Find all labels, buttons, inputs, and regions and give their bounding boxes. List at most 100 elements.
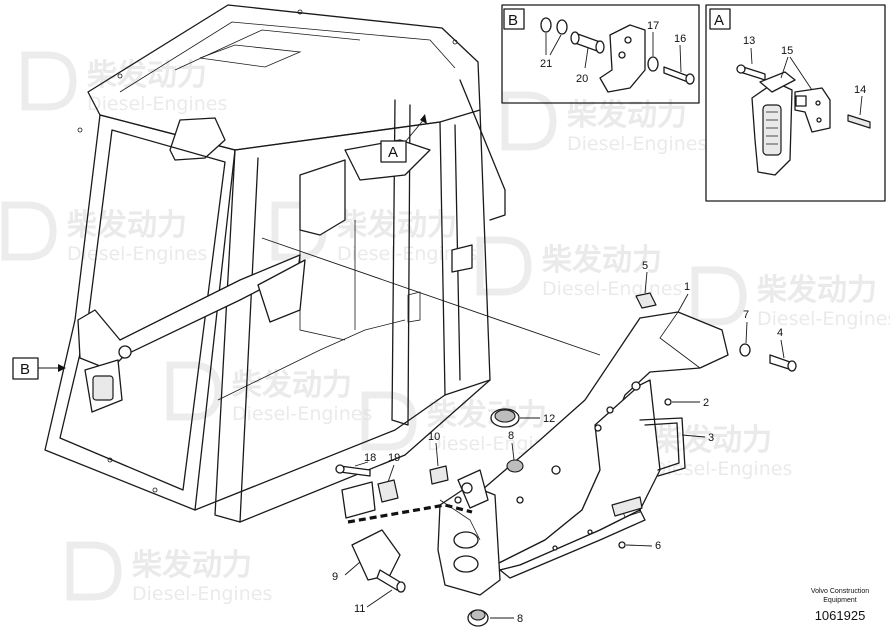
view-a-box <box>380 140 407 163</box>
console-hole <box>552 545 558 551</box>
bracket-block <box>795 95 807 107</box>
roof-vent <box>169 117 226 161</box>
callout-6: 6 <box>655 540 661 552</box>
watermark-english: Diesel-Engines <box>132 583 272 605</box>
door-handle-grip <box>762 104 782 156</box>
grab-rail <box>639 417 686 477</box>
pod-screw <box>454 496 462 504</box>
washer-21a <box>540 17 552 33</box>
switch-box <box>451 244 473 273</box>
console-knob <box>118 345 132 359</box>
middle-pillar <box>391 99 411 426</box>
rivet <box>117 73 123 79</box>
footer-line2: Equipment <box>823 597 857 604</box>
bracket-hole <box>624 36 632 44</box>
floor-rail <box>217 319 406 401</box>
callout-8-upper: 8 <box>508 430 514 442</box>
clip-10 <box>429 465 449 485</box>
bolt-4 <box>769 354 797 372</box>
stud-14 <box>847 114 871 129</box>
callouts: 1 2 3 4 5 6 7 8 8 9 10 11 12 18 19 <box>332 260 785 625</box>
plate <box>341 481 376 519</box>
rivet <box>452 39 458 45</box>
callout-12: 12 <box>543 413 555 425</box>
cap-8-upper <box>506 459 524 473</box>
console-hole <box>594 424 602 432</box>
latch-block <box>407 291 421 323</box>
callout-11: 11 <box>354 603 365 615</box>
grip-ribs <box>766 111 778 145</box>
console-handle-grip <box>92 375 114 401</box>
callout-16: 16 <box>674 33 686 45</box>
callout-10: 10 <box>428 431 440 443</box>
callout-17: 17 <box>647 20 659 32</box>
pod-opening-upper <box>453 531 479 549</box>
bracket-hole <box>618 51 626 59</box>
washer-17 <box>647 56 659 72</box>
callout-3: 3 <box>708 432 714 444</box>
cable-guide <box>439 499 481 541</box>
inset-b-tag <box>503 8 525 30</box>
rear-panel <box>299 225 346 341</box>
watermark-english: Diesel-Engines <box>542 278 682 300</box>
console-hole <box>606 406 614 414</box>
watermark-chinese: 柴发动力 <box>132 548 252 583</box>
watermark-english: Diesel-Engines <box>232 403 372 425</box>
watermark-chinese: 柴发动力 <box>567 98 687 133</box>
roof-rib <box>174 29 361 71</box>
screw-18 <box>335 464 371 477</box>
bolt-11 <box>376 569 406 593</box>
cab-floor-front <box>194 394 446 511</box>
console-panel-fold <box>659 311 701 369</box>
console-hole <box>516 496 524 504</box>
callout-20: 20 <box>576 73 588 85</box>
grab-rail-inner <box>644 422 680 471</box>
watermark-chinese: 柴发动力 <box>542 243 662 278</box>
callout-5: 5 <box>642 260 648 272</box>
callout-19: 19 <box>388 452 400 464</box>
rear-ledge <box>459 79 506 221</box>
console-slot <box>611 496 643 517</box>
front-window <box>59 129 226 491</box>
pod-upper-hole <box>461 482 473 494</box>
bolt-16 <box>663 66 695 85</box>
inset-a-label: A <box>714 12 724 29</box>
console-hole <box>631 381 641 391</box>
cab-roof-inner <box>119 21 456 93</box>
cap-8-lower <box>467 609 489 627</box>
pod-upper-plate <box>457 469 489 509</box>
handle-head <box>759 71 796 93</box>
spacer-20 <box>570 31 605 54</box>
callout-4: 4 <box>777 327 783 339</box>
watermark-layer: 柴发动力 Diesel-Engines 柴发动力 Diesel-Engines … <box>1 51 890 605</box>
callout-1: 1 <box>684 281 690 293</box>
bracket-hole <box>816 117 822 123</box>
pod-opening-lower <box>453 555 479 573</box>
grommet-12 <box>490 408 520 428</box>
view-b-label: B <box>20 361 30 378</box>
washer-21b <box>556 19 568 35</box>
rear-pillar <box>439 109 491 396</box>
footer-line1: Volvo Construction <box>811 588 869 595</box>
inset-b-label: B <box>508 12 518 29</box>
rivet <box>152 487 158 493</box>
rear-duct <box>299 159 346 236</box>
washer-7 <box>739 343 751 357</box>
view-a-arrow-line <box>405 117 426 142</box>
watermark-english: Diesel-Engines <box>87 93 227 115</box>
console-base-edge <box>499 509 646 579</box>
handle-cover-9 <box>351 529 401 581</box>
callout-21: 21 <box>540 58 552 70</box>
pin-6 <box>618 541 626 549</box>
side-console-assembly <box>437 311 729 596</box>
inset-b: B 21 20 17 16 <box>501 4 700 104</box>
console-hole <box>551 465 561 475</box>
view-b-pointer: B <box>12 357 66 380</box>
callout-14: 14 <box>854 84 866 96</box>
view-a-arrowhead <box>420 114 427 124</box>
callout-8-lower: 8 <box>517 613 523 625</box>
screw-13 <box>736 64 766 81</box>
callout-15: 15 <box>781 45 793 57</box>
footer: Volvo Construction Equipment 1061925 <box>811 588 869 623</box>
